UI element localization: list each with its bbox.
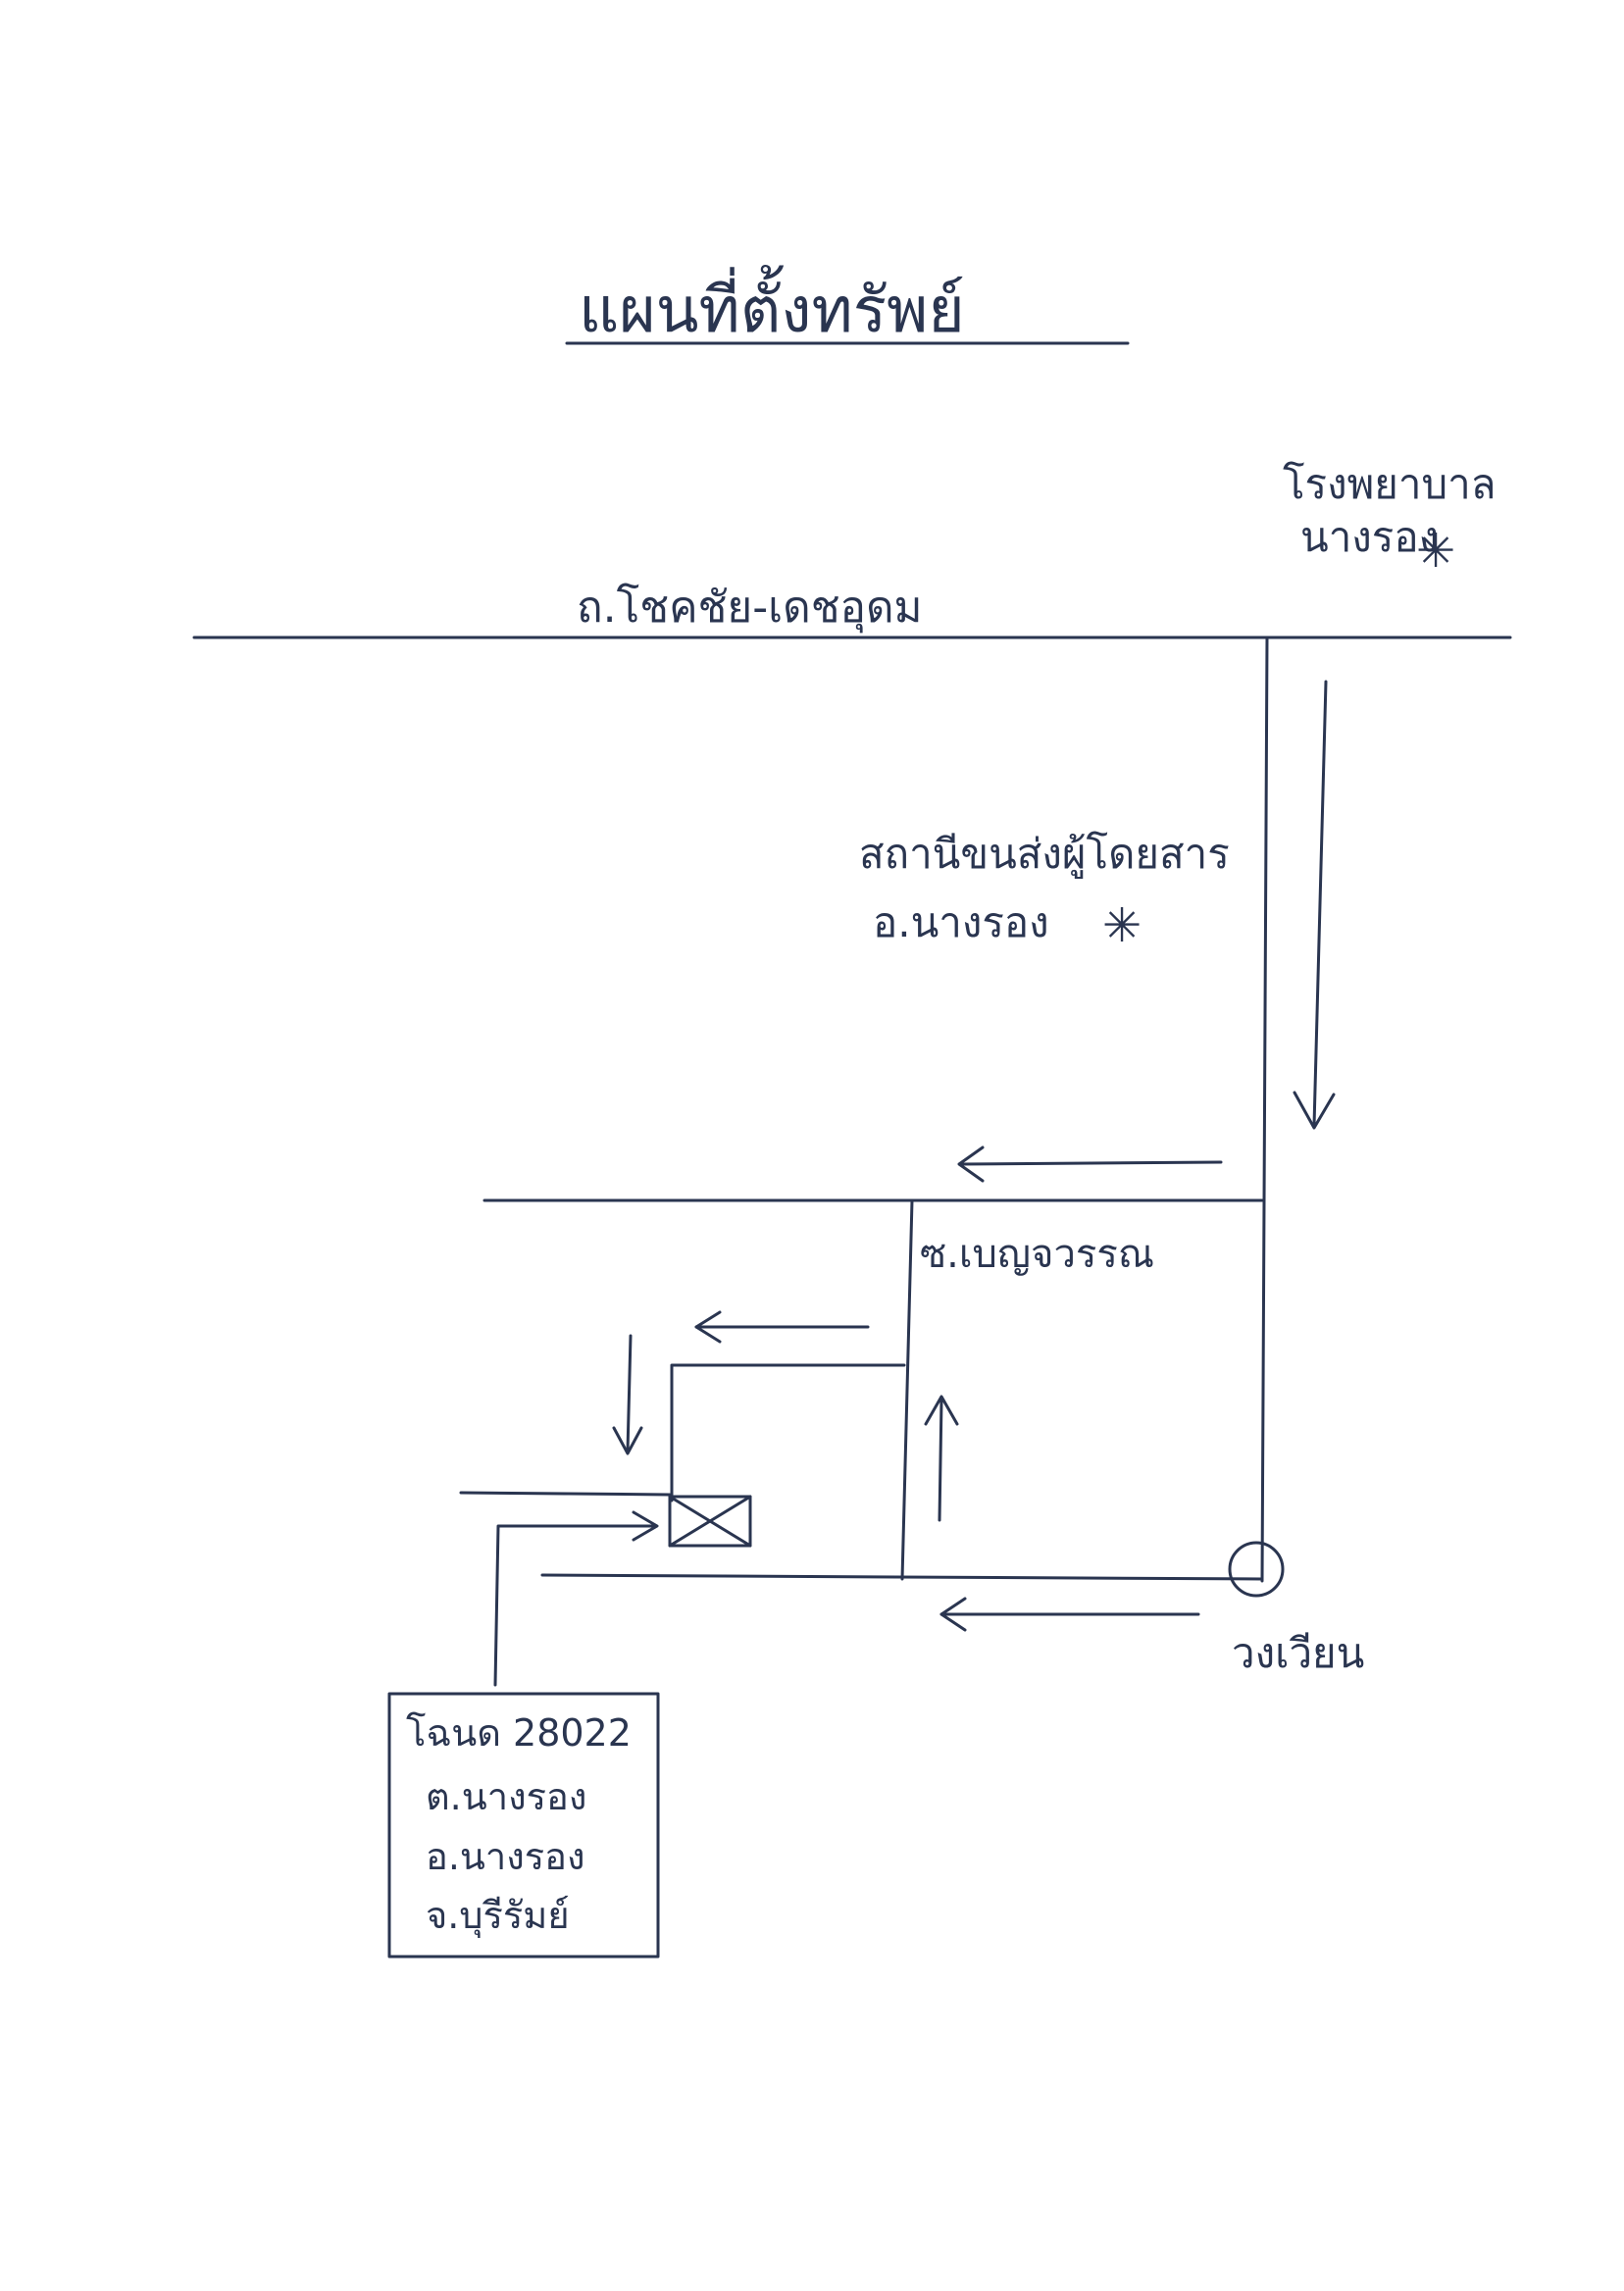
bus-station-label-line2: อ.นางรอง [873,898,1049,946]
bus-station-label-line1: สถานีขนส่งผู้โดยสาร [859,830,1230,879]
vertical-road-line [1260,636,1269,1583]
roundabout-icon [1228,1541,1285,1598]
down-arrow-icon [612,1334,643,1455]
bottom-road-line [540,1573,1264,1581]
entry-line [459,1491,672,1497]
down-arrow-icon [1293,680,1336,1130]
hospital-label-line1: โรงพยาบาล [1283,460,1497,508]
inner-vertical-road-line [900,1198,914,1581]
hospital-label-line2: นางรอง [1300,513,1439,561]
bus-station-marker-icon: ✳ [1102,898,1142,953]
hospital-marker-icon: ✳ [1416,524,1455,579]
property-marker-icon [668,1495,752,1548]
map-title: แผนที่ตั้งทรัพย์ [579,265,965,347]
deed-arrow-icon [493,1510,659,1687]
up-arrow-icon [924,1395,959,1522]
deed-line-1: โฉนด 28022 [406,1711,632,1755]
left-arrow-icon [939,1597,1200,1632]
deed-box [387,1692,660,1959]
deed-line-4: จ.บุรีรัมย์ [426,1894,570,1938]
deed-line-2: ต.นางรอง [426,1775,586,1818]
main-road-label: ถ.โชคชัย-เดชอุดม [577,583,923,634]
deed-line-3: อ.นางรอง [426,1835,585,1878]
left-arrow-icon [957,1146,1223,1183]
soi-label: ซ.เบญจวรรณ [920,1232,1154,1277]
left-arrow-icon [694,1310,870,1344]
lane-line [670,1363,906,1502]
roundabout-label: วงเวียน [1232,1629,1364,1677]
